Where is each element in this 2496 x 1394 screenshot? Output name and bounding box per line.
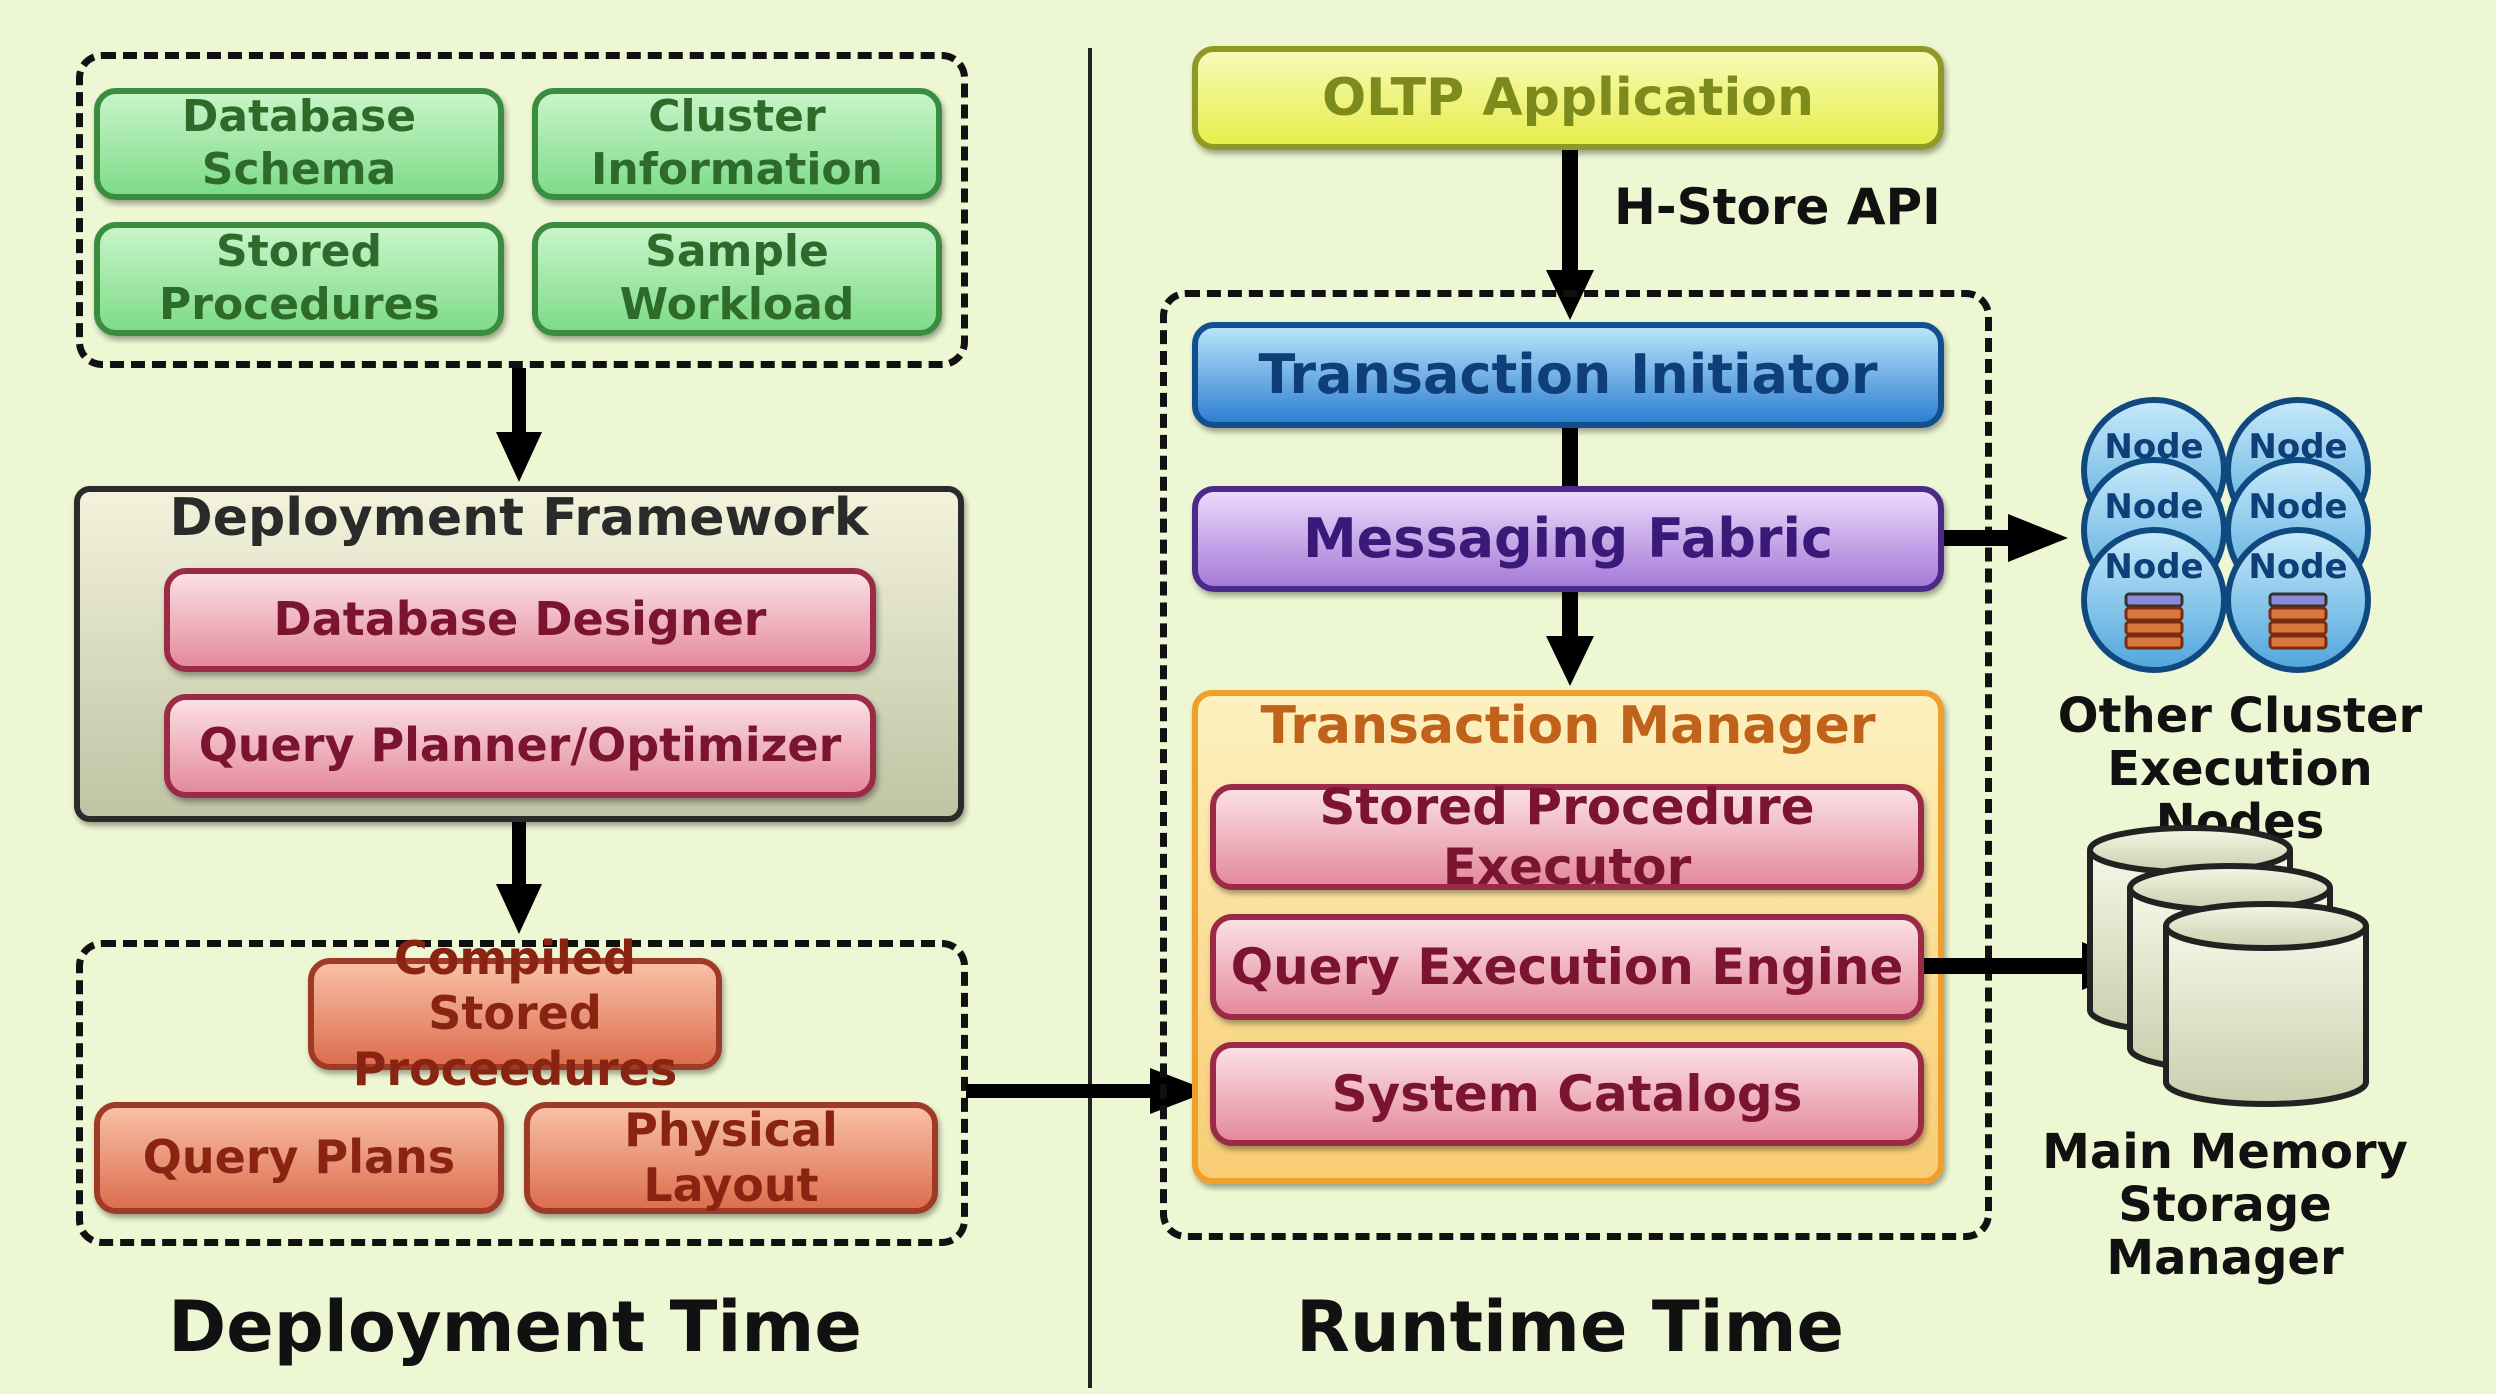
connector-initiator-messaging <box>1562 428 1578 486</box>
node-label: Node <box>2248 547 2347 587</box>
input-sample-workload-label: Sample Workload <box>619 226 855 330</box>
oltp-application-label: OLTP Application <box>1321 67 1815 128</box>
input-cluster-information-label: Cluster Information <box>591 91 883 195</box>
storage-database-icon <box>2087 825 2369 1107</box>
time-divider <box>1088 48 1092 1388</box>
query-planner-box: Query Planner/Optimizer <box>164 694 876 798</box>
arrow-engine-to-storage-shaft <box>1924 958 2092 974</box>
compiled-procedures-box: Compiled Stored Proceedures <box>308 931 722 1096</box>
deployment-time-caption: Deployment Time <box>168 1286 862 1368</box>
storage-manager-caption-line2: Storage Manager <box>2106 1176 2344 1286</box>
transaction-initiator-label: Transaction Initiator <box>1258 342 1878 406</box>
deployment-framework-title: Deployment Framework <box>169 488 869 548</box>
arrow-inputs-to-framework-shaft <box>512 368 526 442</box>
arrow-down-icon <box>496 432 542 482</box>
cluster-nodes-icon: Node Node Node Node Node Node <box>2081 397 2371 673</box>
input-stored-procedures-label: Stored Procedures <box>159 226 440 330</box>
input-stored-procedures: Stored Procedures <box>94 222 504 336</box>
input-database-schema-label: Database Schema <box>181 91 417 195</box>
arrow-messaging-to-nodes-shaft <box>1944 530 2016 546</box>
system-catalogs-label: System Catalogs <box>1331 1065 1803 1123</box>
arrow-outputs-to-catalogs-shaft <box>966 1084 1162 1098</box>
messaging-fabric-label: Messaging Fabric <box>1302 506 1834 570</box>
input-cluster-information: Cluster Information <box>532 88 942 200</box>
transaction-manager-title: Transaction Manager <box>1260 696 1876 756</box>
arrow-down-icon <box>1546 636 1594 686</box>
storage-manager-caption: Main Memory Storage Manager <box>2000 1126 2450 1284</box>
query-plans-label: Query Plans <box>142 1130 456 1185</box>
deployment-inputs-group <box>76 52 968 368</box>
oltp-application-box: OLTP Application <box>1192 46 1944 150</box>
cluster-nodes-caption: Other Cluster Execution Nodes <box>2020 690 2460 848</box>
query-plans-box: Query Plans <box>94 1102 504 1214</box>
messaging-fabric-box: Messaging Fabric <box>1192 486 1944 592</box>
physical-layout-label: Physical Layout <box>624 1102 838 1212</box>
arrow-down-icon <box>496 884 542 934</box>
input-sample-workload: Sample Workload <box>532 222 942 336</box>
query-execution-engine-label: Query Execution Engine <box>1230 938 1904 996</box>
stored-procedure-executor-label: Stored Procedure Executor <box>1319 778 1815 896</box>
database-designer-box: Database Designer <box>164 568 876 672</box>
storage-manager-caption-line1: Main Memory <box>2042 1124 2408 1180</box>
database-designer-label: Database Designer <box>273 592 767 647</box>
query-planner-label: Query Planner/Optimizer <box>198 718 842 773</box>
hstore-api-label: H-Store API <box>1614 178 1941 236</box>
runtime-node-group <box>1160 290 1992 1240</box>
deployment-outputs-group <box>76 940 968 1246</box>
transaction-initiator-box: Transaction Initiator <box>1192 322 1944 428</box>
node-label: Node <box>2104 427 2203 467</box>
input-database-schema: Database Schema <box>94 88 504 200</box>
compiled-procedures-label: Compiled Stored Proceedures <box>352 931 678 1096</box>
arrow-right-icon <box>2008 514 2068 562</box>
cluster-nodes-caption-line1: Other Cluster <box>2057 688 2423 744</box>
query-execution-engine-box: Query Execution Engine <box>1210 914 1924 1020</box>
stored-procedure-executor-box: Stored Procedure Executor <box>1210 778 1924 896</box>
runtime-time-caption: Runtime Time <box>1296 1286 1844 1368</box>
arrow-api-shaft <box>1562 150 1578 280</box>
system-catalogs-box: System Catalogs <box>1210 1042 1924 1146</box>
node-label: Node <box>2104 547 2203 587</box>
arrow-framework-to-outputs-shaft <box>512 822 526 894</box>
node-label: Node <box>2248 487 2347 527</box>
node-label: Node <box>2248 427 2347 467</box>
node-label: Node <box>2104 487 2203 527</box>
physical-layout-box: Physical Layout <box>524 1102 938 1214</box>
arrow-messaging-to-manager-shaft <box>1562 592 1578 642</box>
